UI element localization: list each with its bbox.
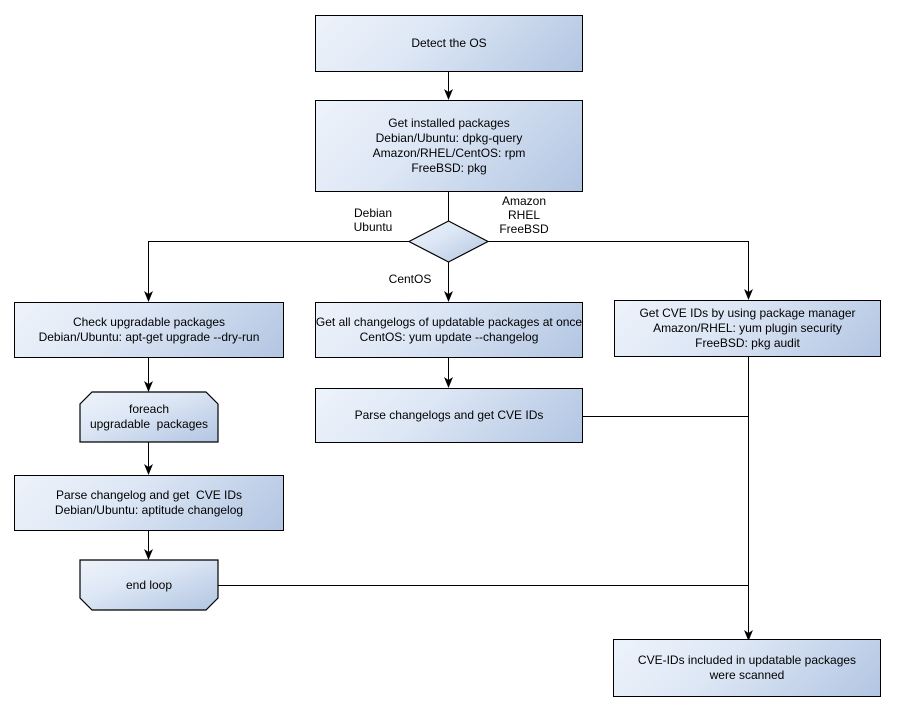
node-foreach-loop: foreach upgradable packages [80,392,218,442]
node-parse-changelog-debian-label: Parse changelog and get CVE IDs Debian/U… [54,488,244,517]
node-get-installed-packages: Get installed packages Debian/Ubuntu: dp… [315,100,583,192]
node-result-scanned: CVE-IDs included in updatable packages w… [613,639,881,697]
node-endloop-shape [79,559,219,611]
edge-label-centos: CentOS [388,272,432,286]
arrowheads [144,89,753,641]
edge-label-amazon-rhel-freebsd: Amazon RHEL FreeBSD [499,194,549,236]
node-foreach-loop-label: foreach upgradable packages [89,402,209,431]
edge-decision-to-pkgmgr [487,241,749,299]
edge-label-debian-ubuntu: Debian Ubuntu [353,206,393,234]
node-get-cve-package-manager-label: Get CVE IDs by using package manager Ama… [639,306,856,350]
node-detect-os-label: Detect the OS [411,36,487,50]
node-check-upgradable-label: Check upgradable packages Debian/Ubuntu:… [38,315,260,344]
node-check-upgradable: Check upgradable packages Debian/Ubuntu:… [14,302,284,358]
node-end-loop: end loop [80,560,218,610]
node-end-loop-label: end loop [125,577,173,592]
node-get-changelogs-centos: Get all changelogs of updatable packages… [315,302,583,358]
node-parse-changelog-debian: Parse changelog and get CVE IDs Debian/U… [14,475,284,531]
node-get-changelogs-centos-label: Get all changelogs of updatable packages… [315,315,583,344]
node-parse-changelogs-centos-label: Parse changelogs and get CVE IDs [354,408,544,422]
node-parse-changelogs-centos: Parse changelogs and get CVE IDs [315,388,583,443]
node-foreach-shape [79,391,219,443]
node-get-installed-packages-label: Get installed packages Debian/Ubuntu: dp… [372,116,526,175]
node-detect-os: Detect the OS [315,15,583,72]
node-result-scanned-label: CVE-IDs included in updatable packages w… [637,653,857,682]
node-get-cve-package-manager: Get CVE IDs by using package manager Ama… [614,300,881,357]
edge-decision-to-check [148,241,409,301]
node-os-decision-diamond [407,220,490,263]
